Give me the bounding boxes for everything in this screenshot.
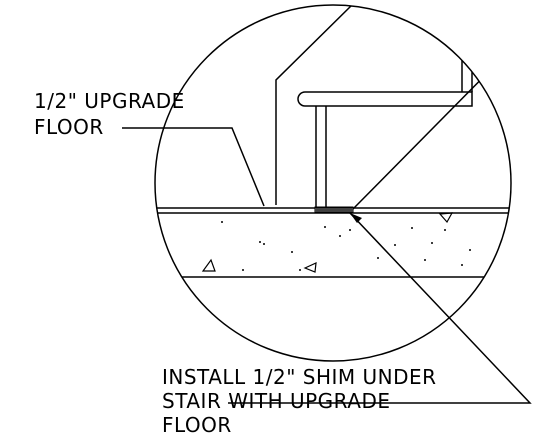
shim-note-line1: INSTALL 1/2" SHIM UNDER — [162, 365, 437, 389]
shim-note-leader — [228, 212, 532, 404]
stair-stringer-slope — [351, 39, 511, 211]
upgrade-floor-label-line2: FLOOR — [34, 115, 104, 139]
concrete-stipple — [221, 221, 471, 271]
upgrade-floor-label-line1: 1/2" UPGRADE — [34, 89, 185, 113]
stair-tread — [297, 91, 473, 107]
shim-leader-arrowhead — [350, 213, 362, 223]
detail-circle — [154, 4, 512, 362]
stair-stringer-outline — [275, 5, 353, 205]
shim-note-line3: FLOOR — [162, 413, 232, 437]
shim — [314, 206, 354, 214]
upgrade-floor-leader — [122, 127, 265, 207]
shim-note-line2: STAIR WITH UPGRADE — [162, 389, 390, 413]
concrete-aggregate-triangles — [201, 212, 454, 273]
